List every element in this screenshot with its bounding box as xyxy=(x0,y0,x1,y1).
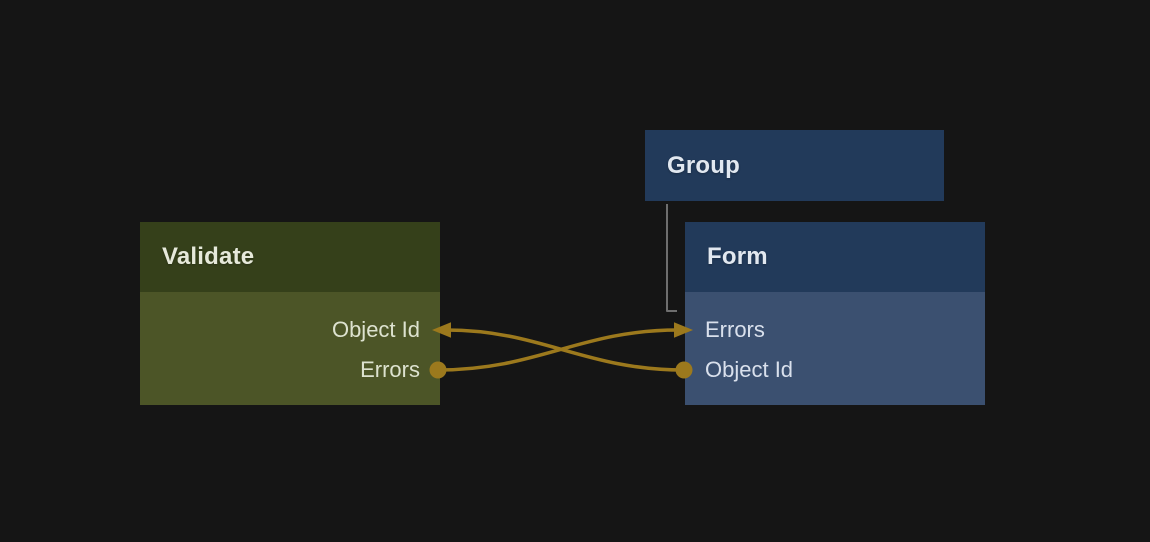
port-row-form-errors[interactable]: Errors xyxy=(705,310,965,350)
node-validate[interactable]: Validate Object Id Errors xyxy=(140,222,440,405)
node-validate-title: Validate xyxy=(162,243,255,270)
port-label-errors: Errors xyxy=(360,357,420,382)
wire-validate-errors-to-form-errors[interactable] xyxy=(436,328,680,372)
port-row-validate-object-id[interactable]: Object Id xyxy=(160,310,420,350)
port-label-errors: Errors xyxy=(705,317,765,342)
node-form-header[interactable]: Form xyxy=(685,222,985,292)
port-row-validate-errors[interactable]: Errors xyxy=(160,350,420,390)
node-form-body: Errors Object Id xyxy=(685,292,985,405)
wire-form-objectid-to-validate-objectid[interactable] xyxy=(444,328,686,372)
group-form-parent-link xyxy=(666,204,677,312)
node-validate-header[interactable]: Validate xyxy=(140,222,440,292)
port-label-object-id: Object Id xyxy=(705,357,794,382)
port-label-object-id: Object Id xyxy=(331,317,420,342)
port-row-form-object-id[interactable]: Object Id xyxy=(705,350,965,390)
node-group-header[interactable]: Group xyxy=(645,130,944,201)
node-form-title: Form xyxy=(707,243,768,270)
node-group[interactable]: Group xyxy=(645,130,944,201)
node-group-title: Group xyxy=(667,151,740,179)
node-validate-body: Object Id Errors xyxy=(140,292,440,405)
node-form[interactable]: Form Errors Object Id xyxy=(685,222,985,405)
